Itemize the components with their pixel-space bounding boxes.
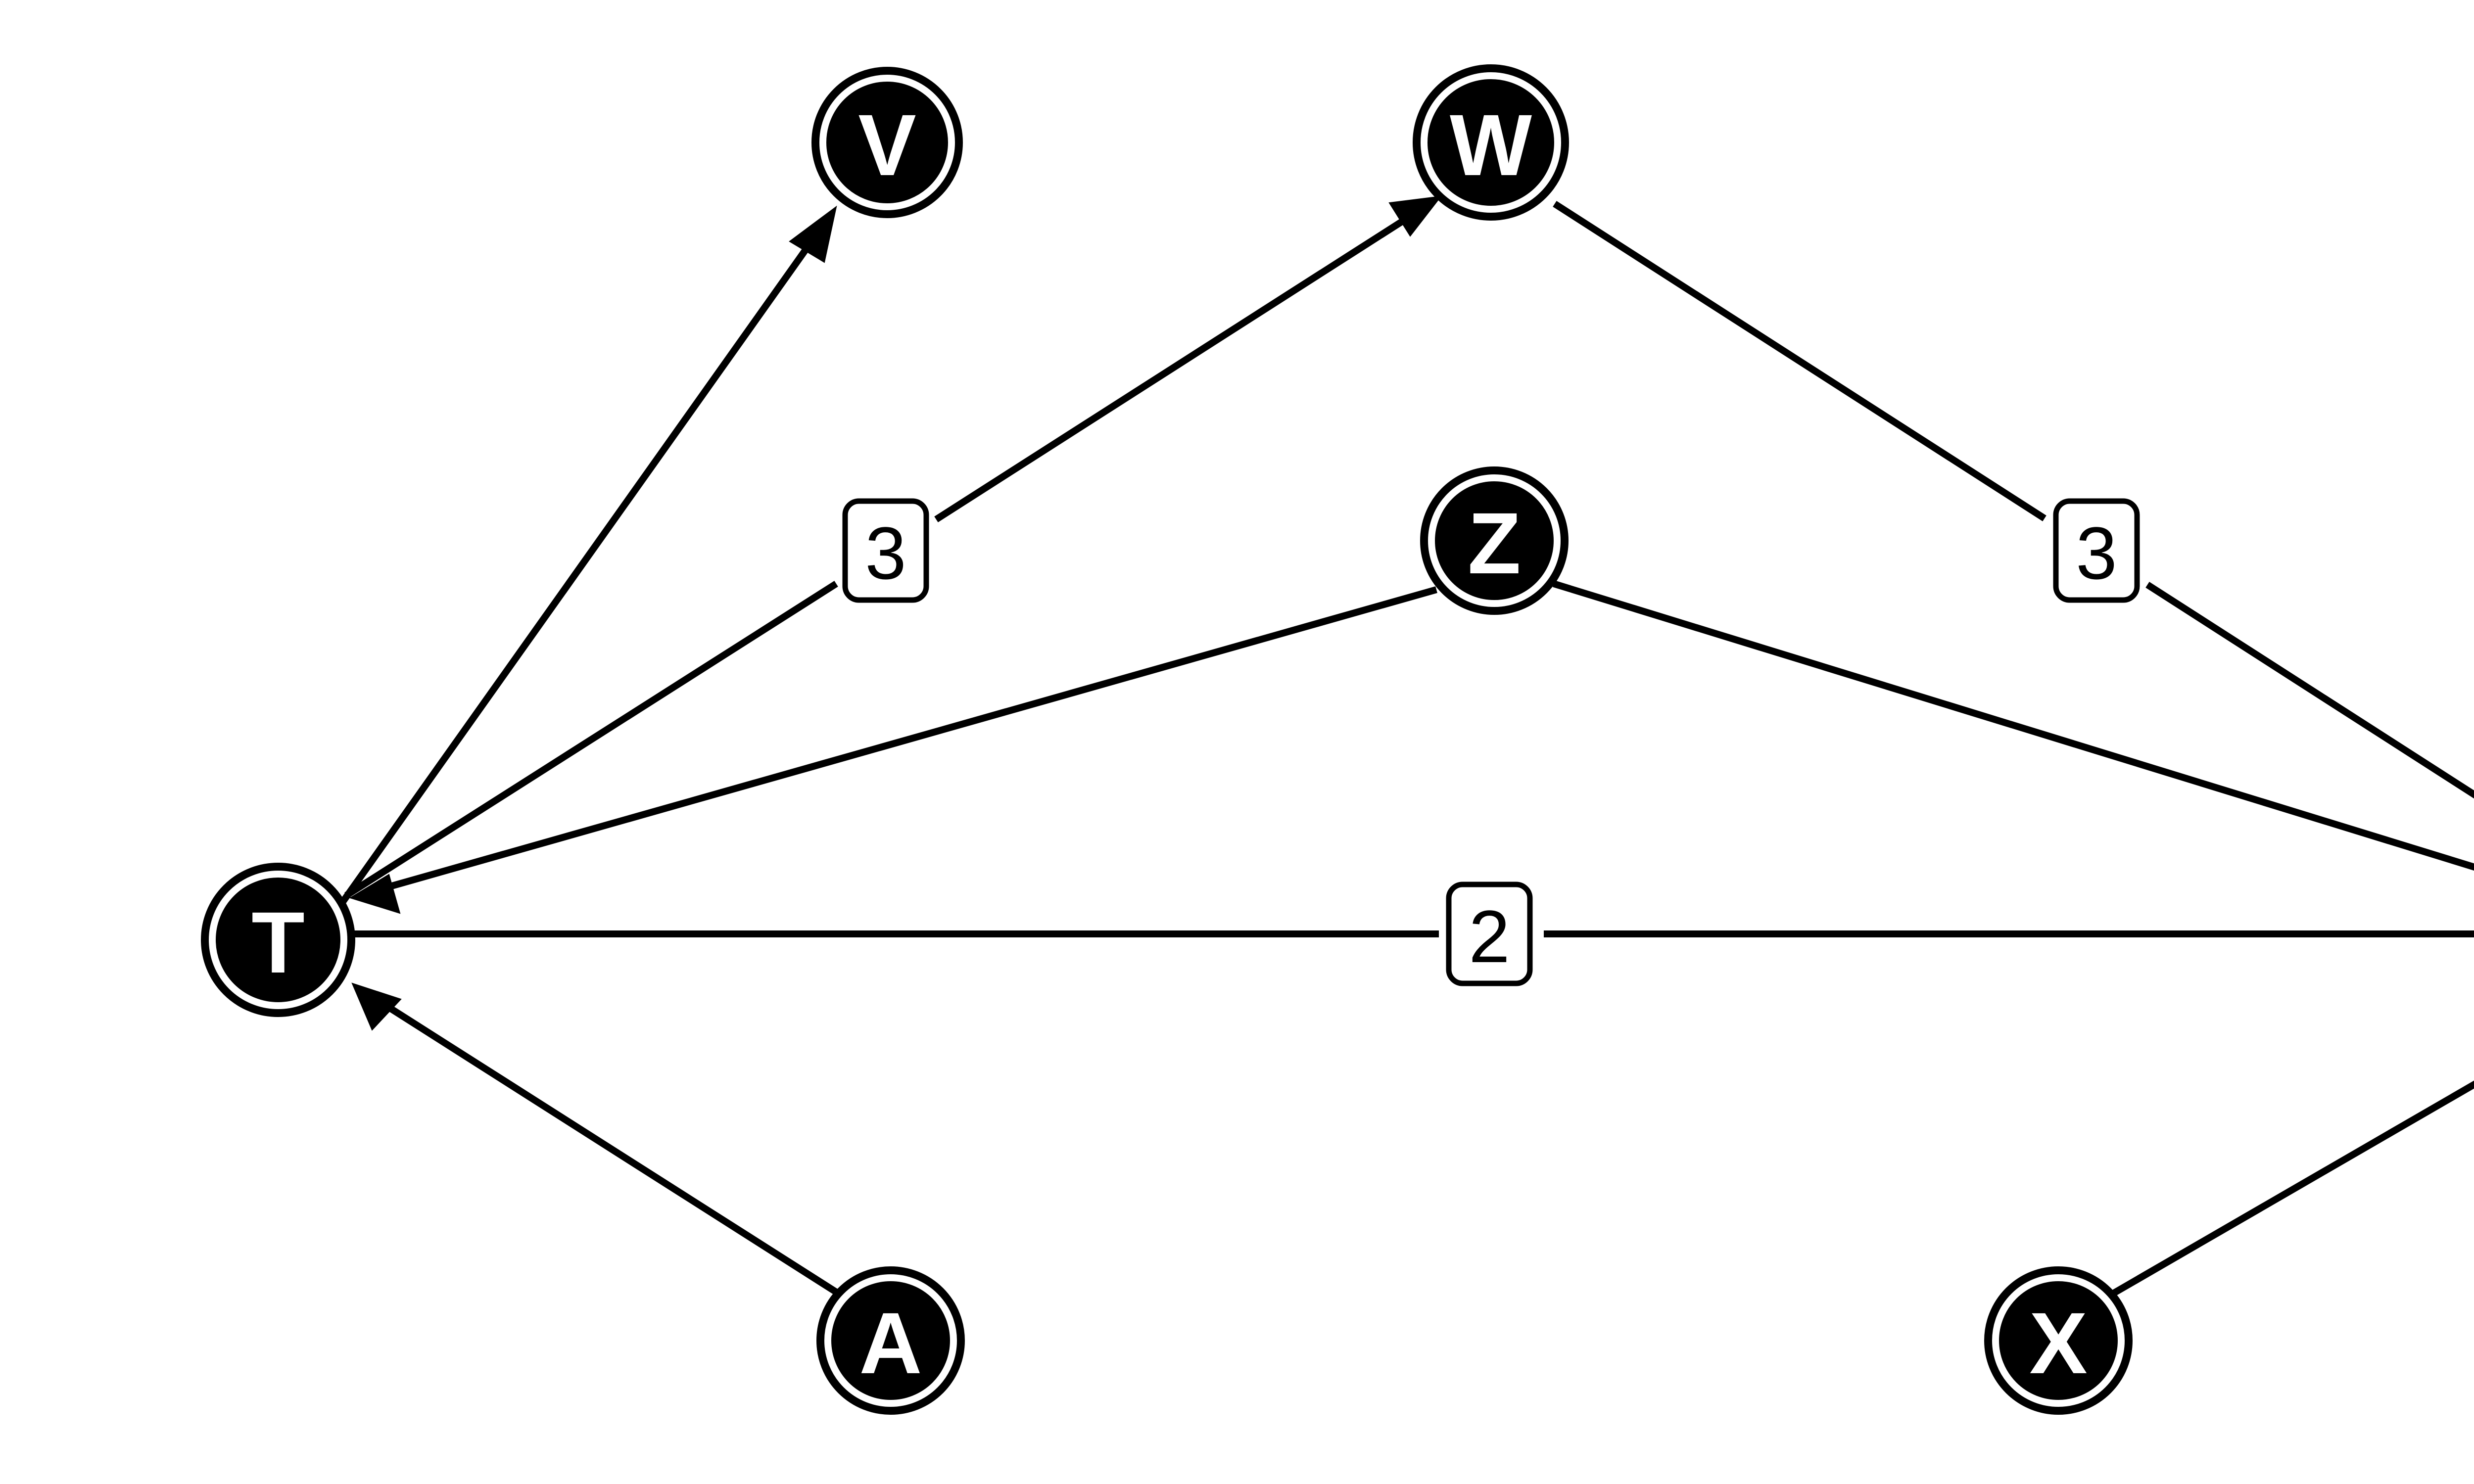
edge-t-to-v[interactable] [338,205,837,906]
edge-t-to-y[interactable] [352,910,2474,958]
edges-layer [338,195,2474,1297]
edge-label-t-w[interactable]: 3 [842,498,929,603]
node-x-label: X [2029,1295,2087,1392]
node-t-label: T [251,894,305,991]
edge-label-box-w-y [2053,498,2140,603]
edge-w-to-y[interactable] [1553,201,2474,909]
node-v-inner-disc [826,82,948,203]
edge-t-to-w[interactable] [344,195,1442,898]
edge-line-z-y [1552,580,2474,871]
edge-x-to-y[interactable] [2112,984,2474,1297]
edge-line-z-t [375,586,1437,894]
node-z[interactable]: Z [1420,466,1569,615]
node-w-inner-disc [1427,79,1554,206]
edge-z-to-y[interactable] [1552,580,2474,943]
node-w[interactable]: W [1413,64,1569,221]
edge-z-to-t[interactable] [349,586,1437,914]
node-x[interactable]: X [1984,1266,2133,1415]
node-a-inner-disc [831,1281,950,1400]
edge-label-text-w-y: 3 [2076,511,2117,595]
edge-line-t-w-seg1 [344,581,838,898]
edge-label-w-y[interactable]: 3 [2053,498,2140,603]
edge-line-w-y-seg2 [2145,582,2474,799]
node-a-label: A [859,1295,922,1392]
edge-label-text-t-w: 3 [865,511,906,595]
node-a[interactable]: A [816,1266,965,1415]
node-w-label: W [1450,97,1532,194]
node-t-inner-disc [216,878,340,1002]
arrowhead-into-w [1388,195,1442,237]
edge-a-to-t[interactable] [351,982,838,1295]
edge-line-t-v [338,225,824,906]
arrowhead-into-v [789,205,837,263]
node-z-label: Z [1468,495,1521,592]
node-z-inner-disc [1435,481,1554,600]
node-v[interactable]: V [811,67,963,218]
edge-line-w-y-seg1 [1553,201,2046,521]
edge-line-a-t [374,996,838,1295]
node-t[interactable]: T [201,863,355,1017]
edge-label-box-t-w [842,498,929,603]
arrowhead-into-t-from-a [351,982,402,1031]
edge-label-text-t-y: 2 [1469,895,1510,978]
node-v-label: V [858,97,916,194]
edge-label-t-y[interactable]: 2 [1446,881,1533,986]
arrowhead-into-t-from-z [349,874,401,914]
edge-label-box-t-y [1446,881,1533,986]
edge-line-t-w-seg2 [934,204,1427,522]
edge-line-x-y [2112,1080,2474,1297]
edge-labels-layer: 3 3 2 [842,498,2140,986]
nodes-layer: T V W Z [201,64,2133,1415]
node-x-inner-disc [1999,1281,2118,1400]
